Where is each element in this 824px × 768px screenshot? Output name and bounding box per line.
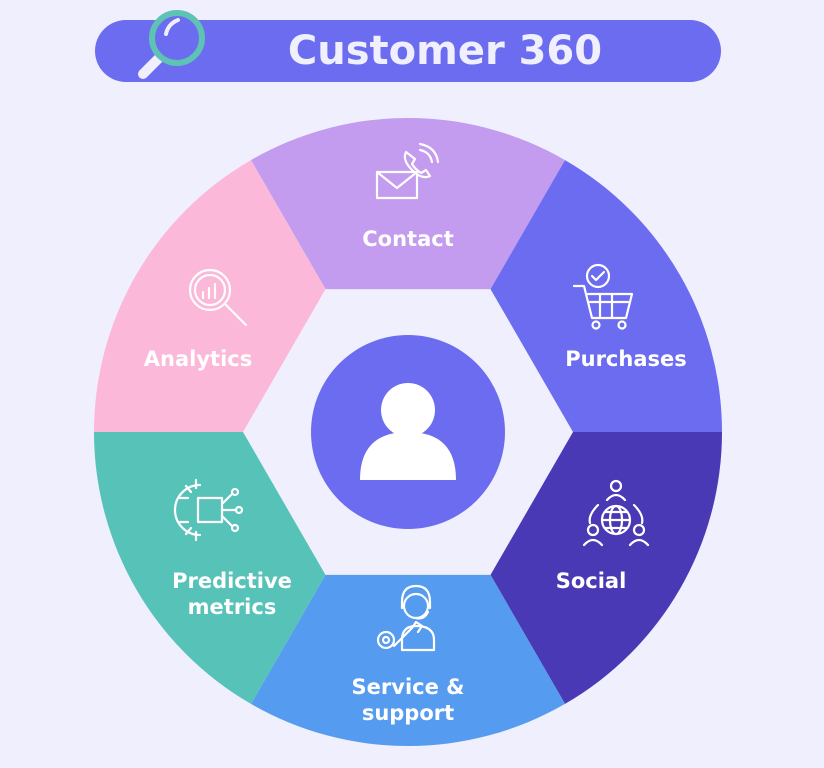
magnifier-icon bbox=[138, 10, 205, 79]
shopping-cart-check-icon bbox=[572, 263, 634, 330]
segment-predictive-metrics bbox=[94, 432, 326, 704]
segment-contact bbox=[251, 117, 565, 290]
segment-label-predictive-metrics: Predictive metrics bbox=[172, 569, 292, 619]
globe-people-network-icon bbox=[582, 479, 650, 547]
segment-label-service-support: Service & support bbox=[351, 675, 465, 725]
chart-magnifier-icon bbox=[188, 268, 248, 327]
segment-label-contact: Contact bbox=[362, 227, 454, 251]
segment-purchases bbox=[490, 160, 722, 432]
segment-label-social: Social bbox=[555, 569, 627, 593]
user-icon bbox=[360, 383, 456, 480]
segment-service-support bbox=[251, 574, 565, 747]
page-title: Customer 360 bbox=[287, 28, 603, 74]
ai-gear-chip-icon bbox=[173, 478, 244, 542]
segment-label-analytics: Analytics bbox=[143, 347, 253, 371]
segment-social bbox=[490, 432, 722, 704]
mail-phone-icon bbox=[375, 142, 440, 200]
segment-label-purchases: Purchases bbox=[565, 347, 687, 371]
support-agent-wrench-icon bbox=[376, 584, 436, 652]
